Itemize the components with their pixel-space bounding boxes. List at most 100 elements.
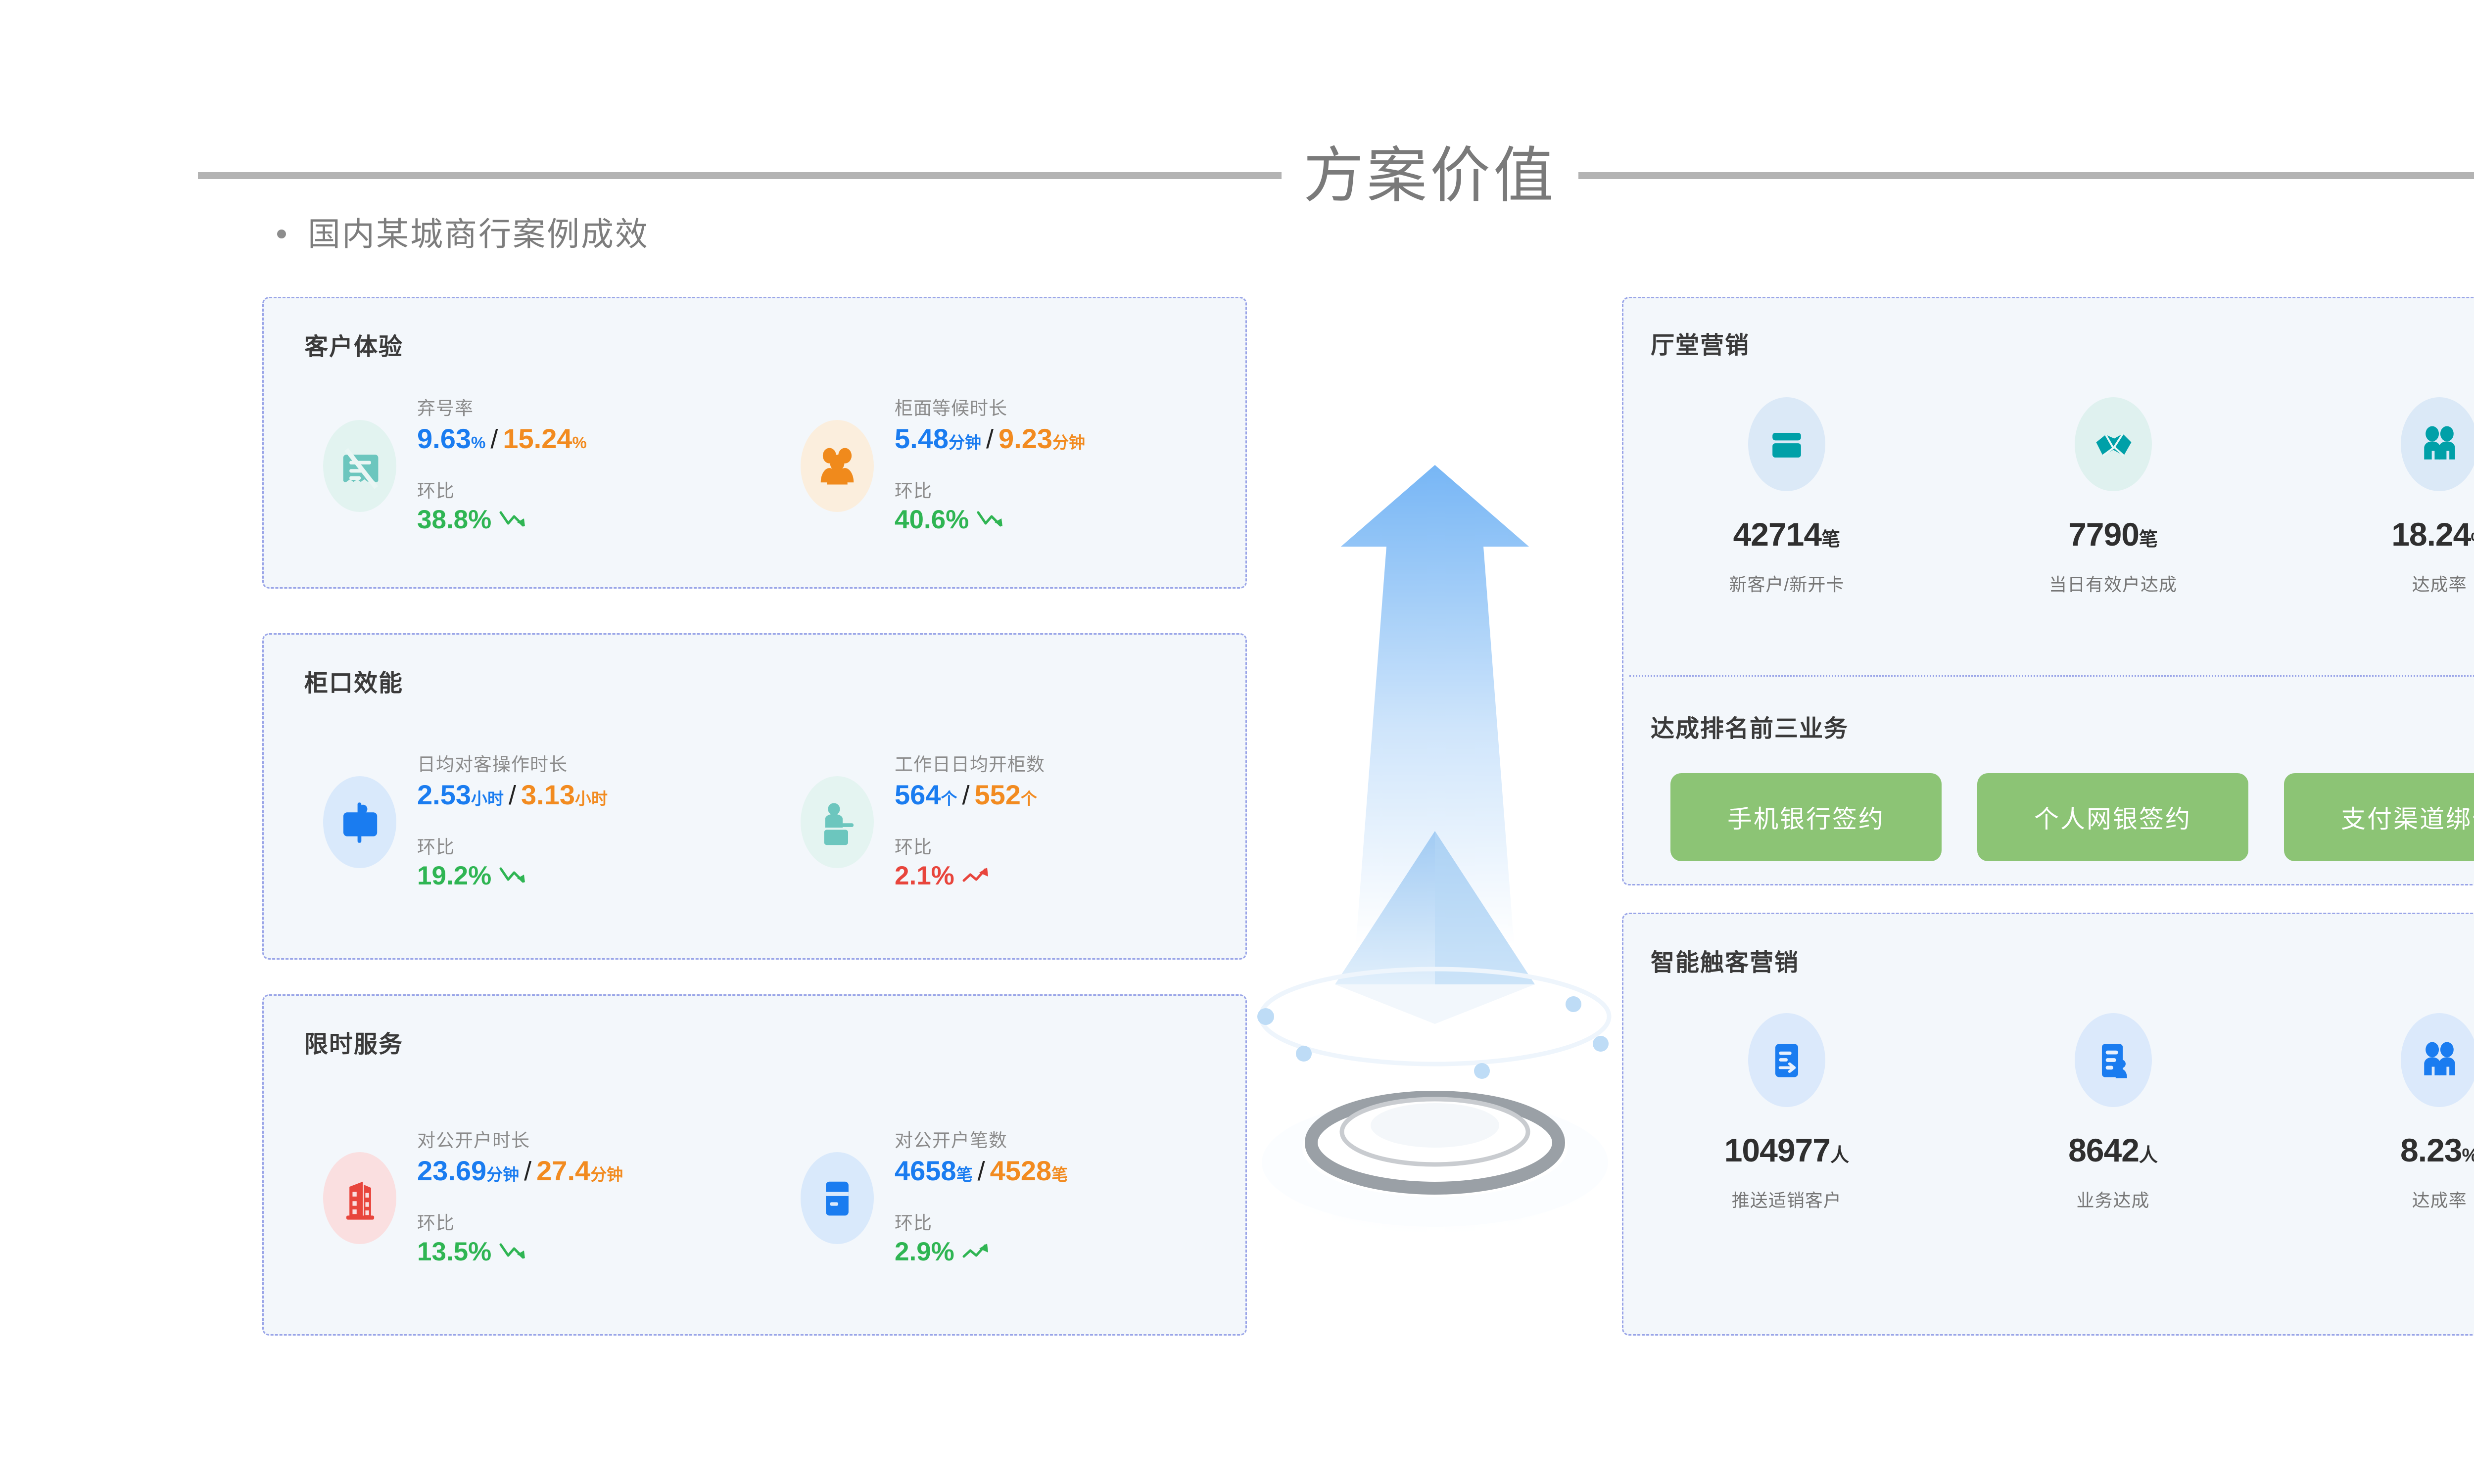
metric-values: 23.69分钟/27.4分钟 xyxy=(417,1155,623,1187)
upward-arrow-pedestal-illustration xyxy=(1232,435,1638,1345)
card-timed-service: 限时服务 对公开户时长 23.69分钟/27.4分钟 环比 13.5% xyxy=(262,994,1247,1336)
stat-unit: 人 xyxy=(1830,1145,1849,1166)
stat-unit: 笔 xyxy=(1821,529,1841,550)
lobby-stats-row: 42714笔 新客户/新开卡 7790笔 当日有效户达成 xyxy=(1623,397,2474,596)
change-value: 2.9% xyxy=(895,1237,954,1266)
stat-value: 104977 xyxy=(1724,1132,1831,1168)
top3-tag-row: 手机银行签约 个人网银签约 支付渠道绑卡 xyxy=(1670,773,2474,861)
change-value: 13.5% xyxy=(417,1237,492,1266)
card-title: 智能触客营销 xyxy=(1651,950,1800,976)
card-title: 客户体验 xyxy=(304,334,404,360)
metric-unit-old: 分钟 xyxy=(1052,433,1086,452)
stat-value: 8642 xyxy=(2068,1132,2140,1168)
metric-corp-account-count: 对公开户笔数 4658笔/4528笔 环比 2.9% xyxy=(801,1129,1068,1267)
metric-corp-account-time: 对公开户时长 23.69分钟/27.4分钟 环比 13.5% xyxy=(323,1129,623,1267)
smart-stats-row: 104977人 推送适销客户 8642人 业务达成 xyxy=(1623,1013,2474,1212)
metric-values: 4658笔/4528笔 xyxy=(895,1155,1068,1187)
metric-label: 对公开户时长 xyxy=(417,1130,530,1151)
building-icon xyxy=(323,1152,396,1244)
metric-label: 柜面等候时长 xyxy=(895,398,1007,418)
tag-personal-ebank[interactable]: 个人网银签约 xyxy=(1977,773,2248,861)
stat-value-row: 42714笔 xyxy=(1733,518,1841,551)
value-separator: / xyxy=(986,424,994,455)
title-rule-right xyxy=(1578,172,2474,179)
change-label: 环比 xyxy=(895,1212,932,1233)
page-subtitle: 国内某城商行案例成效 xyxy=(277,208,649,255)
counter-desk-icon xyxy=(323,776,396,868)
stat-unit: 笔 xyxy=(2139,529,2158,550)
metric-label: 日均对客操作时长 xyxy=(417,754,568,775)
metric-value-new: 5.48 xyxy=(895,423,949,455)
bullet-dot-icon xyxy=(277,229,286,238)
value-separator: / xyxy=(490,424,498,455)
card-title: 限时服务 xyxy=(304,1031,404,1058)
metric-unit-new: 个 xyxy=(941,789,957,808)
change-value: 2.1% xyxy=(895,861,954,890)
card-title-top3: 达成排名前三业务 xyxy=(1651,716,1849,742)
tag-payment-binding[interactable]: 支付渠道绑卡 xyxy=(2284,773,2474,861)
stat-caption: 新客户/新开卡 xyxy=(1729,574,1845,595)
tag-mobile-banking[interactable]: 手机银行签约 xyxy=(1670,773,1942,861)
stat-pushed-customers: 104977人 推送适销客户 xyxy=(1623,1013,1950,1212)
change-value-row: 19.2% xyxy=(417,861,608,891)
metric-unit-old: 个 xyxy=(1020,789,1037,808)
change-value-row: 40.6% xyxy=(895,505,1085,535)
trend-up-icon xyxy=(962,1244,988,1258)
bank-card-icon xyxy=(801,1152,874,1244)
people-group-icon xyxy=(801,419,874,512)
trend-down-icon xyxy=(499,1243,525,1259)
metric-unit-old: 小时 xyxy=(575,789,608,808)
page-title: 方案价值 xyxy=(1303,142,1557,209)
change-value-row: 2.1% xyxy=(895,861,1045,891)
value-separator: / xyxy=(962,781,970,811)
stat-caption: 当日有效户达成 xyxy=(2049,574,2178,595)
change-label: 环比 xyxy=(417,1212,455,1233)
metric-unit-old: % xyxy=(572,433,587,452)
page-title-bar: 方案价值 xyxy=(0,139,2474,213)
page-subtitle-text: 国内某城商行案例成效 xyxy=(308,216,649,252)
stat-value-row: 8642人 xyxy=(2068,1134,2158,1166)
card-smart-engagement-marketing: 智能触客营销 104977人 推送适销客户 xyxy=(1622,913,2474,1336)
trend-down-icon xyxy=(977,511,1003,527)
stat-value-row: 8.23% xyxy=(2400,1134,2474,1166)
two-people-icon xyxy=(2401,1013,2474,1107)
credit-card-icon xyxy=(1748,397,1825,491)
change-label: 环比 xyxy=(895,836,932,857)
metric-label: 工作日日均开柜数 xyxy=(895,754,1045,775)
metric-value-new: 564 xyxy=(895,779,941,811)
change-value-row: 2.9% xyxy=(895,1237,1068,1267)
metric-avg-service-time: 日均对客操作时长 2.53小时/3.13小时 环比 19.2% xyxy=(323,753,608,891)
stat-achievement-rate-smart: 8.23% 达成率 xyxy=(2276,1013,2474,1212)
metric-value-old: 9.23 xyxy=(999,423,1053,455)
stat-unit: % xyxy=(2471,529,2474,550)
section-divider xyxy=(1629,675,2474,677)
metric-value-old: 15.24 xyxy=(503,423,572,455)
metric-daily-open-counters: 工作日日均开柜数 564个/552个 环比 2.1% xyxy=(801,753,1045,891)
metric-abandon-rate: 弃号率 9.63%/15.24% 环比 38.8% xyxy=(323,397,587,535)
metric-value-new: 23.69 xyxy=(417,1155,487,1187)
teller-person-icon xyxy=(801,776,874,868)
stat-value-row: 18.24% xyxy=(2391,518,2474,551)
push-arrow-doc-icon xyxy=(1748,1013,1825,1107)
change-value: 40.6% xyxy=(895,505,969,534)
metric-value-old: 27.4 xyxy=(536,1155,591,1187)
stat-caption: 达成率 xyxy=(2412,1190,2467,1210)
change-label: 环比 xyxy=(895,480,932,501)
metric-values: 5.48分钟/9.23分钟 xyxy=(895,423,1085,455)
trend-down-icon xyxy=(499,511,525,527)
ticket-slash-icon xyxy=(323,419,396,512)
stat-value-row: 104977人 xyxy=(1724,1134,1849,1166)
card-title: 柜口效能 xyxy=(304,670,404,696)
stat-business-achieved: 8642人 业务达成 xyxy=(1950,1013,2277,1212)
metric-values: 2.53小时/3.13小时 xyxy=(417,779,608,811)
metric-label: 弃号率 xyxy=(417,398,474,418)
metric-label: 对公开户笔数 xyxy=(895,1130,1007,1151)
stat-value: 18.24 xyxy=(2391,516,2471,553)
stat-value: 42714 xyxy=(1733,516,1822,553)
metric-value-new: 4658 xyxy=(895,1155,956,1187)
metric-unit-new: % xyxy=(471,433,486,452)
value-separator: / xyxy=(977,1157,985,1187)
stat-unit: % xyxy=(2462,1145,2474,1166)
change-value: 19.2% xyxy=(417,861,492,890)
stat-caption: 达成率 xyxy=(2412,574,2467,595)
